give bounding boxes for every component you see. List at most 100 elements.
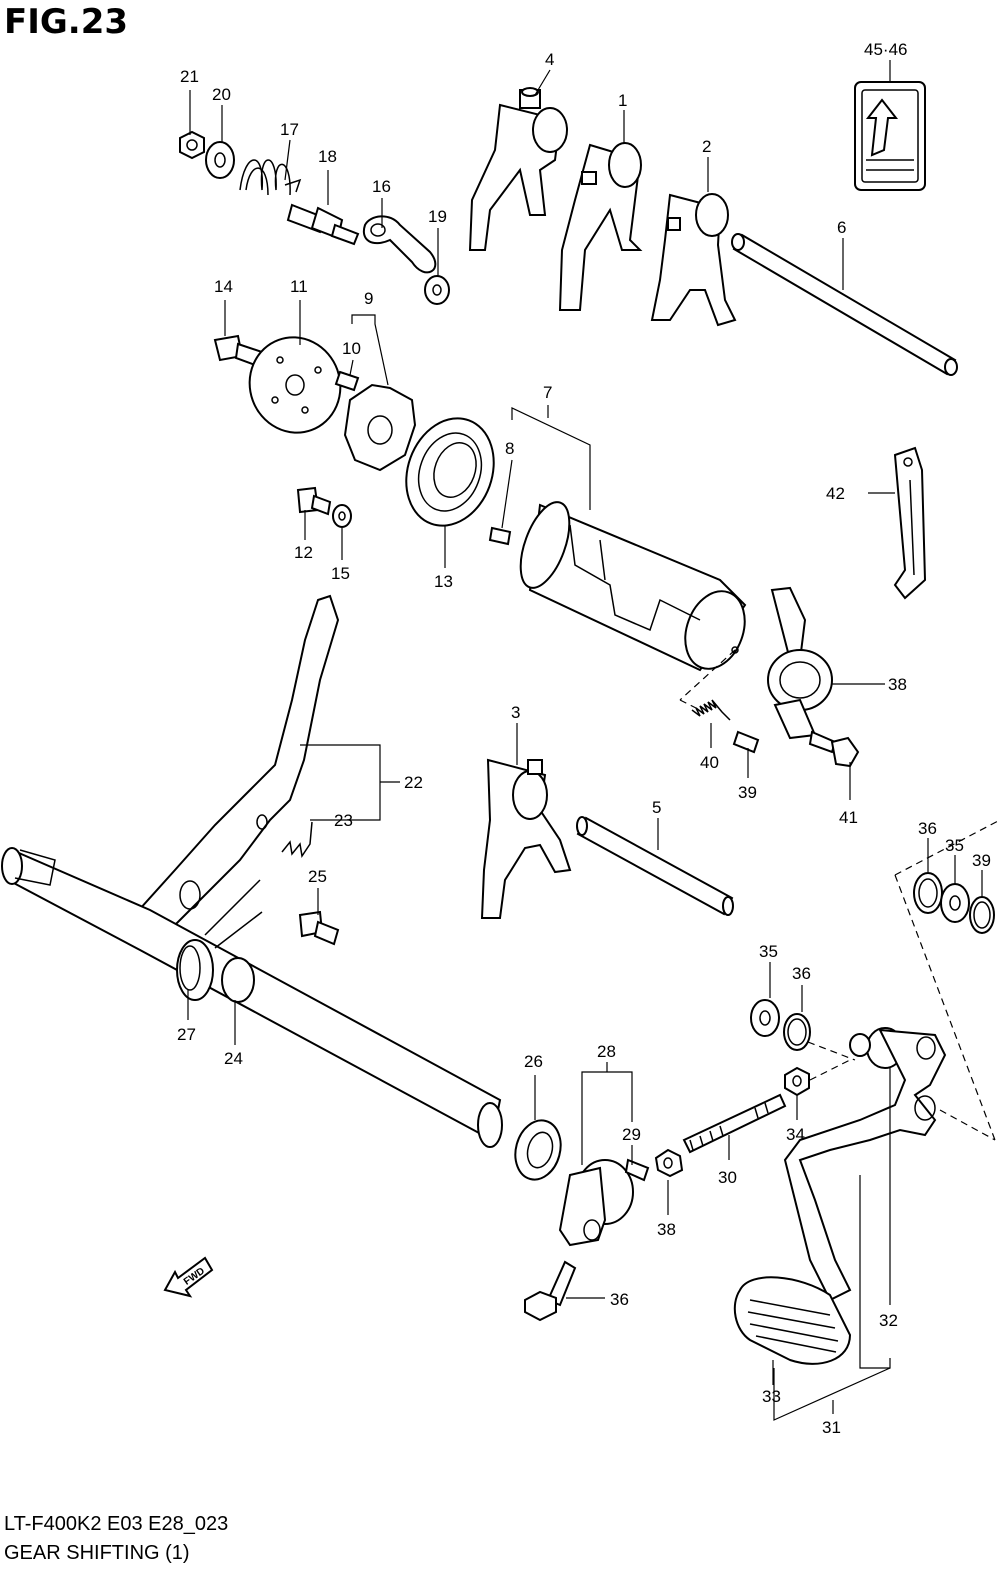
callout-35-lower: 35 xyxy=(759,942,778,961)
stopper-16 xyxy=(362,215,437,274)
callout-8: 8 xyxy=(505,439,514,458)
callout-33: 33 xyxy=(762,1387,781,1406)
callout-14: 14 xyxy=(214,277,233,296)
callout-10: 10 xyxy=(342,339,361,358)
bolt-18 xyxy=(286,203,360,246)
callout-32: 32 xyxy=(879,1311,898,1330)
figure-code: LT-F400K2 E03 E28_023 xyxy=(4,1513,229,1535)
callout-4: 4 xyxy=(545,50,554,69)
callout-45-46: 45·46 xyxy=(864,40,907,59)
washer-36-lower xyxy=(783,1013,811,1051)
callout-36-lower: 36 xyxy=(792,964,811,983)
spring-42 xyxy=(691,699,731,721)
callout-34: 34 xyxy=(786,1125,805,1144)
shift-fork-1 xyxy=(558,142,643,311)
shift-fork-2 xyxy=(650,193,737,327)
callout-30: 30 xyxy=(718,1168,737,1187)
nut-38 xyxy=(654,1148,684,1178)
circlip-39 xyxy=(969,896,995,934)
callout-28: 28 xyxy=(597,1042,616,1061)
callout-38: 38 xyxy=(657,1220,676,1239)
callout-35-upper: 35 xyxy=(945,836,964,855)
shift-fork-4 xyxy=(468,87,568,251)
washer-24 xyxy=(221,957,255,1003)
guide-44 xyxy=(893,446,927,600)
nut-21 xyxy=(179,130,205,160)
spring-17 xyxy=(239,159,302,196)
bolt-37 xyxy=(524,1260,577,1322)
leader-lines xyxy=(187,60,983,1421)
washer-15 xyxy=(332,504,352,528)
callout-43: 41 xyxy=(839,808,858,827)
callout-18: 18 xyxy=(318,147,337,166)
bolt-25 xyxy=(298,910,340,946)
rod-30 xyxy=(682,1093,787,1154)
callout-21: 21 xyxy=(180,67,199,86)
pin-41 xyxy=(732,730,760,754)
callout-31: 31 xyxy=(822,1418,841,1437)
callout-44: 42 xyxy=(826,484,845,503)
pin-10 xyxy=(334,370,360,392)
callout-41: 39 xyxy=(738,783,757,802)
gearshift-shaft xyxy=(1,847,503,1148)
callout-24: 24 xyxy=(224,1049,243,1068)
fork-shaft-6 xyxy=(731,233,958,376)
bolt-12 xyxy=(296,486,332,516)
callout-25: 25 xyxy=(308,867,327,886)
callout-17: 17 xyxy=(280,120,299,139)
bolt-43 xyxy=(808,730,860,768)
stopper-40 xyxy=(767,586,833,740)
callout-7: 7 xyxy=(543,383,552,402)
callout-36-upper: 36 xyxy=(918,819,937,838)
cam-9 xyxy=(343,383,417,472)
callout-13: 13 xyxy=(434,572,453,591)
figure-title: FIG.23 xyxy=(4,2,129,42)
bearing-13 xyxy=(405,417,495,527)
callout-6: 6 xyxy=(837,218,846,237)
callout-27: 27 xyxy=(177,1025,196,1044)
callout-9: 9 xyxy=(364,289,373,308)
washer-20 xyxy=(205,141,235,179)
shift-fork-3 xyxy=(480,758,572,919)
callouts: 21 20 17 18 16 19 4 1 2 6 45·46 14 11 9 … xyxy=(177,40,991,1437)
washer-36-upper xyxy=(913,872,943,914)
callout-23: 23 xyxy=(334,811,353,830)
callout-2: 2 xyxy=(702,137,711,156)
fwd-arrow: FWD xyxy=(163,1256,214,1298)
washer-35-upper xyxy=(940,883,970,923)
callout-26: 26 xyxy=(524,1052,543,1071)
spring-23 xyxy=(281,821,313,858)
callout-15: 15 xyxy=(331,564,350,583)
callout-1: 1 xyxy=(618,91,627,110)
shift-cam-drum-7 xyxy=(519,501,747,672)
lever-28 xyxy=(558,1158,650,1247)
pedal-rubber-33 xyxy=(733,1276,852,1365)
gearshift-pedal-31 xyxy=(783,1027,947,1302)
callout-22: 22 xyxy=(404,773,423,792)
alignment-lines xyxy=(679,649,1000,1141)
nut-34 xyxy=(784,1066,810,1097)
spring-27 xyxy=(176,879,263,1001)
callout-16: 16 xyxy=(372,177,391,196)
callout-37: 36 xyxy=(610,1290,629,1309)
figure-name: GEAR SHIFTING (1) xyxy=(4,1542,190,1564)
callout-39: 39 xyxy=(972,851,991,870)
fork-shaft-5 xyxy=(576,816,734,916)
oil-seal-26 xyxy=(514,1119,562,1181)
warning-label-decal xyxy=(854,81,926,191)
callout-29: 29 xyxy=(622,1125,641,1144)
callout-11: 11 xyxy=(290,277,308,296)
callout-40: 38 xyxy=(888,675,907,694)
pin-8 xyxy=(488,526,512,546)
washer-19 xyxy=(424,275,450,305)
callout-5: 5 xyxy=(652,798,661,817)
plate-11 xyxy=(248,336,342,434)
callout-20: 20 xyxy=(212,85,231,104)
callout-12: 12 xyxy=(294,543,313,562)
callout-3: 3 xyxy=(511,703,520,722)
callout-19: 19 xyxy=(428,207,447,226)
callout-42: 40 xyxy=(700,753,719,772)
washer-35-lower xyxy=(750,999,780,1037)
shift-arm-22 xyxy=(128,594,340,947)
